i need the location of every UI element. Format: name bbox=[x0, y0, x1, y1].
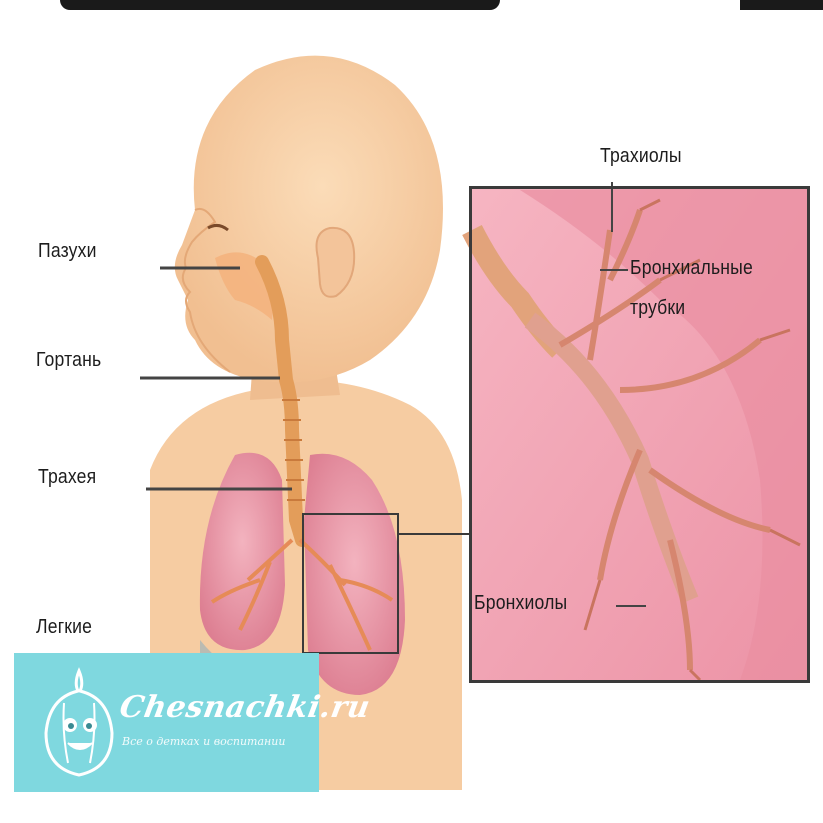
label-sinuses: Пазухи bbox=[38, 240, 97, 263]
watermark-subtitle: Все о детках и воспитании bbox=[122, 735, 285, 748]
label-bronchial-tubes-2: трубки bbox=[630, 297, 685, 320]
garlic-mascot-icon bbox=[34, 663, 124, 783]
label-lungs: Легкие bbox=[36, 616, 92, 639]
label-tracheoles: Трахиолы bbox=[600, 145, 682, 168]
label-trachea: Трахея bbox=[38, 466, 96, 489]
label-bronchioles: Бронхиолы bbox=[474, 592, 567, 615]
watermark-title: Chesnachki.ru bbox=[117, 690, 373, 725]
label-larynx: Гортань bbox=[36, 349, 101, 372]
zoom-connector-line bbox=[399, 533, 471, 535]
label-bronchial-tubes-1: Бронхиальные bbox=[630, 257, 753, 280]
lung-zoom-box bbox=[302, 513, 399, 654]
child-head bbox=[175, 56, 443, 383]
